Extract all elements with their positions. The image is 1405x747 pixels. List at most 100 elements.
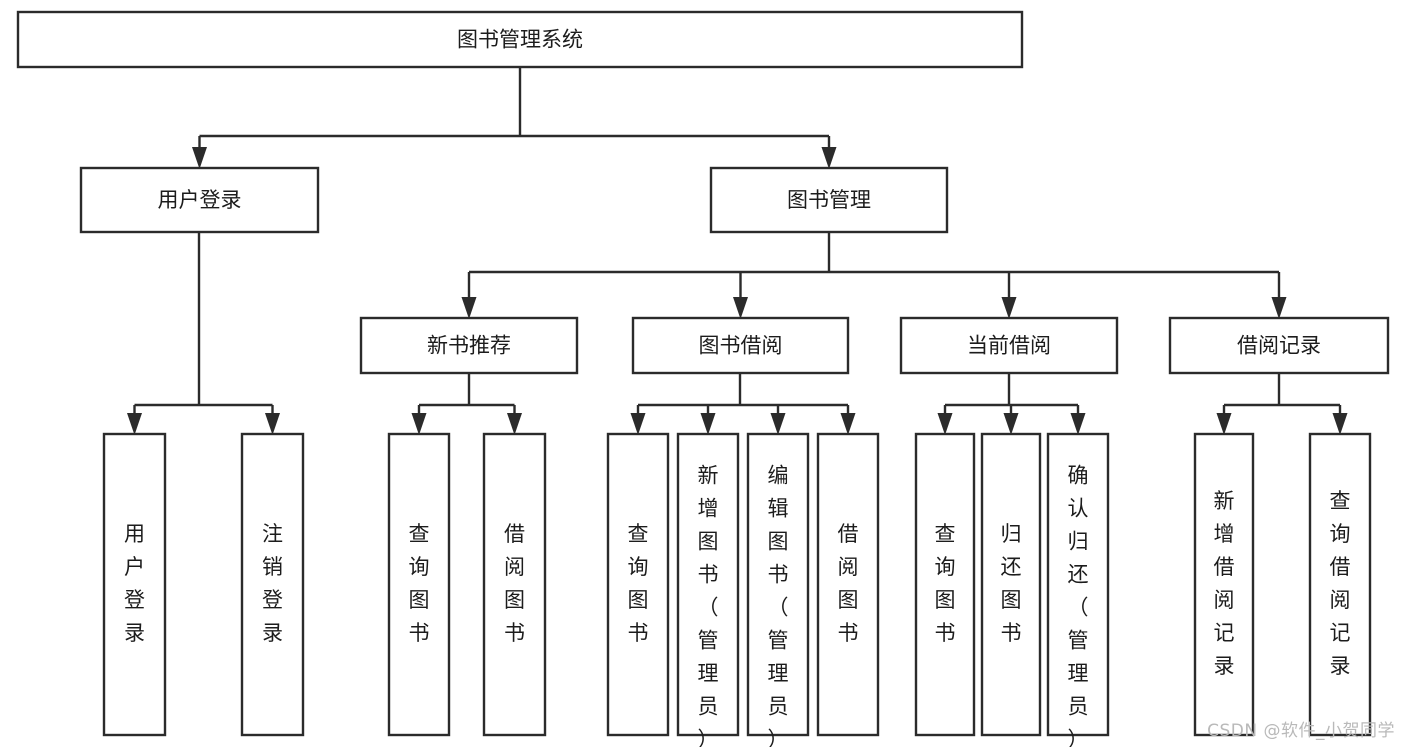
node-label-char: 书 [1001, 621, 1022, 645]
node-label-char: 管 [698, 629, 719, 653]
node-label-char: 注 [262, 522, 283, 546]
node-label-char: ） [768, 728, 789, 747]
node-label-char: 图 [504, 588, 525, 612]
node-box-book-manage [709, 166, 949, 234]
node-user-login[interactable]: 用户登录 [79, 166, 320, 234]
node-label-char: （ [698, 596, 719, 620]
node-label-char: 登 [124, 588, 145, 612]
node-label-root: 图书管理系统 [457, 28, 583, 52]
node-label-char: 查 [628, 522, 649, 546]
node-label-char: 记 [1330, 621, 1351, 645]
node-label-char: 新 [698, 464, 719, 488]
node-box-leaf-borrow-book-1 [482, 432, 547, 737]
edge-group-new-book-rec [411, 373, 522, 435]
node-leaf-user-login[interactable]: 用户登录 [102, 432, 167, 737]
node-label-char: 书 [628, 621, 649, 645]
node-label-char: 书 [768, 563, 789, 587]
node-label-user-login: 用户登录 [158, 188, 242, 212]
node-label-char: 借 [1214, 555, 1235, 579]
node-label-char: 员 [768, 695, 789, 719]
node-label-borrow-record: 借阅记录 [1237, 334, 1321, 358]
node-label-char: 询 [628, 555, 649, 579]
node-label-char: 询 [1330, 522, 1351, 546]
node-label-char: 登 [262, 588, 283, 612]
node-new-book-rec[interactable]: 新书推荐 [359, 316, 579, 375]
node-label-char: 阅 [1330, 588, 1351, 612]
node-label-char: 辑 [768, 497, 789, 521]
node-label-char: 借 [838, 522, 859, 546]
edge-group-book-borrow [630, 373, 856, 435]
nodes-layer: 图书管理系统用户登录图书管理新书推荐图书借阅当前借阅借阅记录用户登录注销登录查询… [16, 10, 1390, 747]
node-current-borrow[interactable]: 当前借阅 [899, 316, 1119, 375]
node-borrow-record[interactable]: 借阅记录 [1168, 316, 1390, 375]
node-label-char: 新 [1214, 489, 1235, 513]
node-box-leaf-user-logout [240, 432, 305, 737]
node-label-char: 录 [1330, 654, 1351, 678]
node-label-char: 用 [124, 522, 145, 546]
node-label-new-book-rec: 新书推荐 [427, 334, 511, 358]
node-label-char: 员 [1068, 695, 1089, 719]
node-label-char: （ [768, 596, 789, 620]
node-label-char: 销 [262, 555, 283, 579]
node-label-char: 借 [504, 522, 525, 546]
csdn-watermark: CSDN @软件_小贺同学 [1207, 721, 1395, 741]
node-label-char: 增 [1214, 522, 1235, 546]
node-label-char: 图 [935, 588, 956, 612]
node-label-char: 录 [124, 621, 145, 645]
node-box-borrow-record [1168, 316, 1390, 375]
node-book-manage[interactable]: 图书管理 [709, 166, 949, 234]
node-box-leaf-query-book-3 [914, 432, 976, 737]
node-box-leaf-return-book [980, 432, 1042, 737]
node-box-leaf-query-record [1308, 432, 1372, 737]
node-box-user-login [79, 166, 320, 234]
node-label-char: 确 [1068, 464, 1089, 488]
node-box-current-borrow [899, 316, 1119, 375]
node-label-char: ） [698, 728, 719, 747]
node-label-char: 阅 [838, 555, 859, 579]
node-label-char: 图 [838, 588, 859, 612]
node-root[interactable]: 图书管理系统 [16, 10, 1024, 69]
edge-group-book-manage [461, 232, 1287, 319]
node-label-char: 询 [935, 555, 956, 579]
node-label-char: 书 [504, 621, 525, 645]
node-book-borrow[interactable]: 图书借阅 [631, 316, 850, 375]
node-box-root [16, 10, 1024, 69]
node-label-char: 书 [698, 563, 719, 587]
node-label-char: 理 [1068, 662, 1089, 686]
node-label-char: 认 [1068, 497, 1089, 521]
node-box-new-book-rec [359, 316, 579, 375]
edge-group-root [192, 67, 837, 169]
node-label-book-manage: 图书管理 [787, 188, 871, 212]
node-label-char: 理 [768, 662, 789, 686]
node-label-char: 查 [935, 522, 956, 546]
node-box-leaf-add-record [1193, 432, 1255, 737]
node-label-book-borrow: 图书借阅 [699, 334, 783, 358]
node-label-char: 记 [1214, 621, 1235, 645]
edge-group-borrow-record [1216, 373, 1348, 435]
node-label-char: 还 [1068, 563, 1089, 587]
node-label-char: 阅 [504, 555, 525, 579]
node-label-char: 编 [768, 464, 789, 488]
node-box-leaf-confirm-ret [1046, 432, 1110, 737]
node-label-char: ） [1068, 728, 1089, 747]
node-box-leaf-edit-book [746, 432, 810, 737]
node-label-char: 查 [1330, 489, 1351, 513]
node-label-char: 增 [698, 497, 719, 521]
node-box-leaf-borrow-book-2 [816, 432, 880, 737]
edges-layer [127, 67, 1348, 435]
node-label-current-borrow: 当前借阅 [967, 334, 1051, 358]
